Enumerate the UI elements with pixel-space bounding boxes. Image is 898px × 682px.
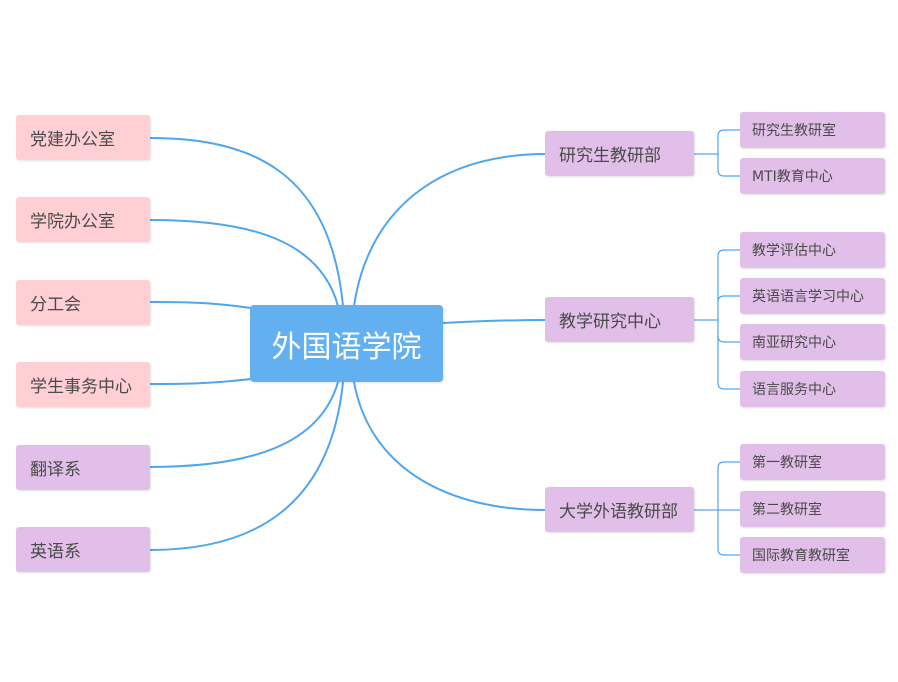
branch-node-label: 分工会 xyxy=(30,295,81,315)
subtopic-label: 教学评估中心 xyxy=(752,243,836,259)
branch-node-translation-dept[interactable]: 翻译系 xyxy=(16,445,150,490)
branch-node-label: 英语系 xyxy=(30,542,81,562)
connector-sub-2-3 xyxy=(717,320,740,343)
central-topic-label: 外国语学院 xyxy=(271,329,422,365)
central-topic[interactable]: 外国语学院 xyxy=(250,305,443,382)
branch-node-graduate-teaching[interactable]: 研究生教研部 xyxy=(545,131,694,176)
branch-node-student-affairs[interactable]: 学生事务中心 xyxy=(16,362,150,407)
subtopic-label: 国际教育教研室 xyxy=(752,548,850,564)
subtopic-label: 第一教研室 xyxy=(752,455,822,471)
subtopic-node[interactable]: 研究生教研室 xyxy=(740,112,885,148)
subtopic-node[interactable]: 第二教研室 xyxy=(740,491,885,527)
branch-node-label: 教学研究中心 xyxy=(559,312,661,332)
branch-node-label: 研究生教研部 xyxy=(559,146,661,166)
connector-sub-2-4 xyxy=(717,336,740,390)
connector-left-3 xyxy=(149,301,252,309)
subtopic-label: 语言服务中心 xyxy=(752,382,836,398)
connector-sub-2-2 xyxy=(717,295,740,303)
connector-left-5 xyxy=(149,381,339,468)
connector-right-3 xyxy=(353,381,546,511)
connector-sub-1-1 xyxy=(694,129,740,155)
branch-node-college-office[interactable]: 学院办公室 xyxy=(16,197,150,242)
subtopic-node[interactable]: 英语语言学习中心 xyxy=(740,278,885,314)
connector-sub-3-3 xyxy=(717,510,740,556)
connector-sub-1-2 xyxy=(717,154,740,177)
branch-node-english-dept[interactable]: 英语系 xyxy=(16,527,150,572)
branch-node-college-foreign-language[interactable]: 大学外语教研部 xyxy=(545,487,694,532)
subtopic-node[interactable]: 第一教研室 xyxy=(740,444,885,480)
connector-sub-2-1 xyxy=(694,249,740,321)
connector-right-2 xyxy=(442,319,546,324)
connector-sub-3-1 xyxy=(694,461,740,511)
branch-node-label: 学生事务中心 xyxy=(30,377,132,397)
branch-node-label: 学院办公室 xyxy=(30,212,115,232)
subtopic-node[interactable]: 南亚研究中心 xyxy=(740,324,885,360)
branch-node-teaching-research[interactable]: 教学研究中心 xyxy=(545,297,694,342)
branch-node-label: 大学外语教研部 xyxy=(559,502,678,522)
connector-left-2 xyxy=(149,219,339,307)
connector-left-6 xyxy=(149,381,344,551)
subtopic-label: 第二教研室 xyxy=(752,502,822,518)
subtopic-label: 南亚研究中心 xyxy=(752,335,836,351)
subtopic-label: 研究生教研室 xyxy=(752,123,836,139)
connector-left-4 xyxy=(149,378,252,385)
subtopic-node[interactable]: 国际教育教研室 xyxy=(740,537,885,573)
connector-left-1 xyxy=(149,137,344,307)
connector-right-1 xyxy=(353,153,546,307)
subtopic-label: 英语语言学习中心 xyxy=(752,289,864,305)
branch-node-label: 党建办公室 xyxy=(30,130,115,150)
branch-node-union[interactable]: 分工会 xyxy=(16,280,150,325)
subtopic-node[interactable]: 语言服务中心 xyxy=(740,371,885,407)
subtopic-node[interactable]: MTI教育中心 xyxy=(740,158,885,194)
subtopic-node[interactable]: 教学评估中心 xyxy=(740,232,885,268)
branch-node-label: 翻译系 xyxy=(30,460,81,480)
subtopic-label: MTI教育中心 xyxy=(752,169,833,185)
branch-node-party-office[interactable]: 党建办公室 xyxy=(16,115,150,160)
